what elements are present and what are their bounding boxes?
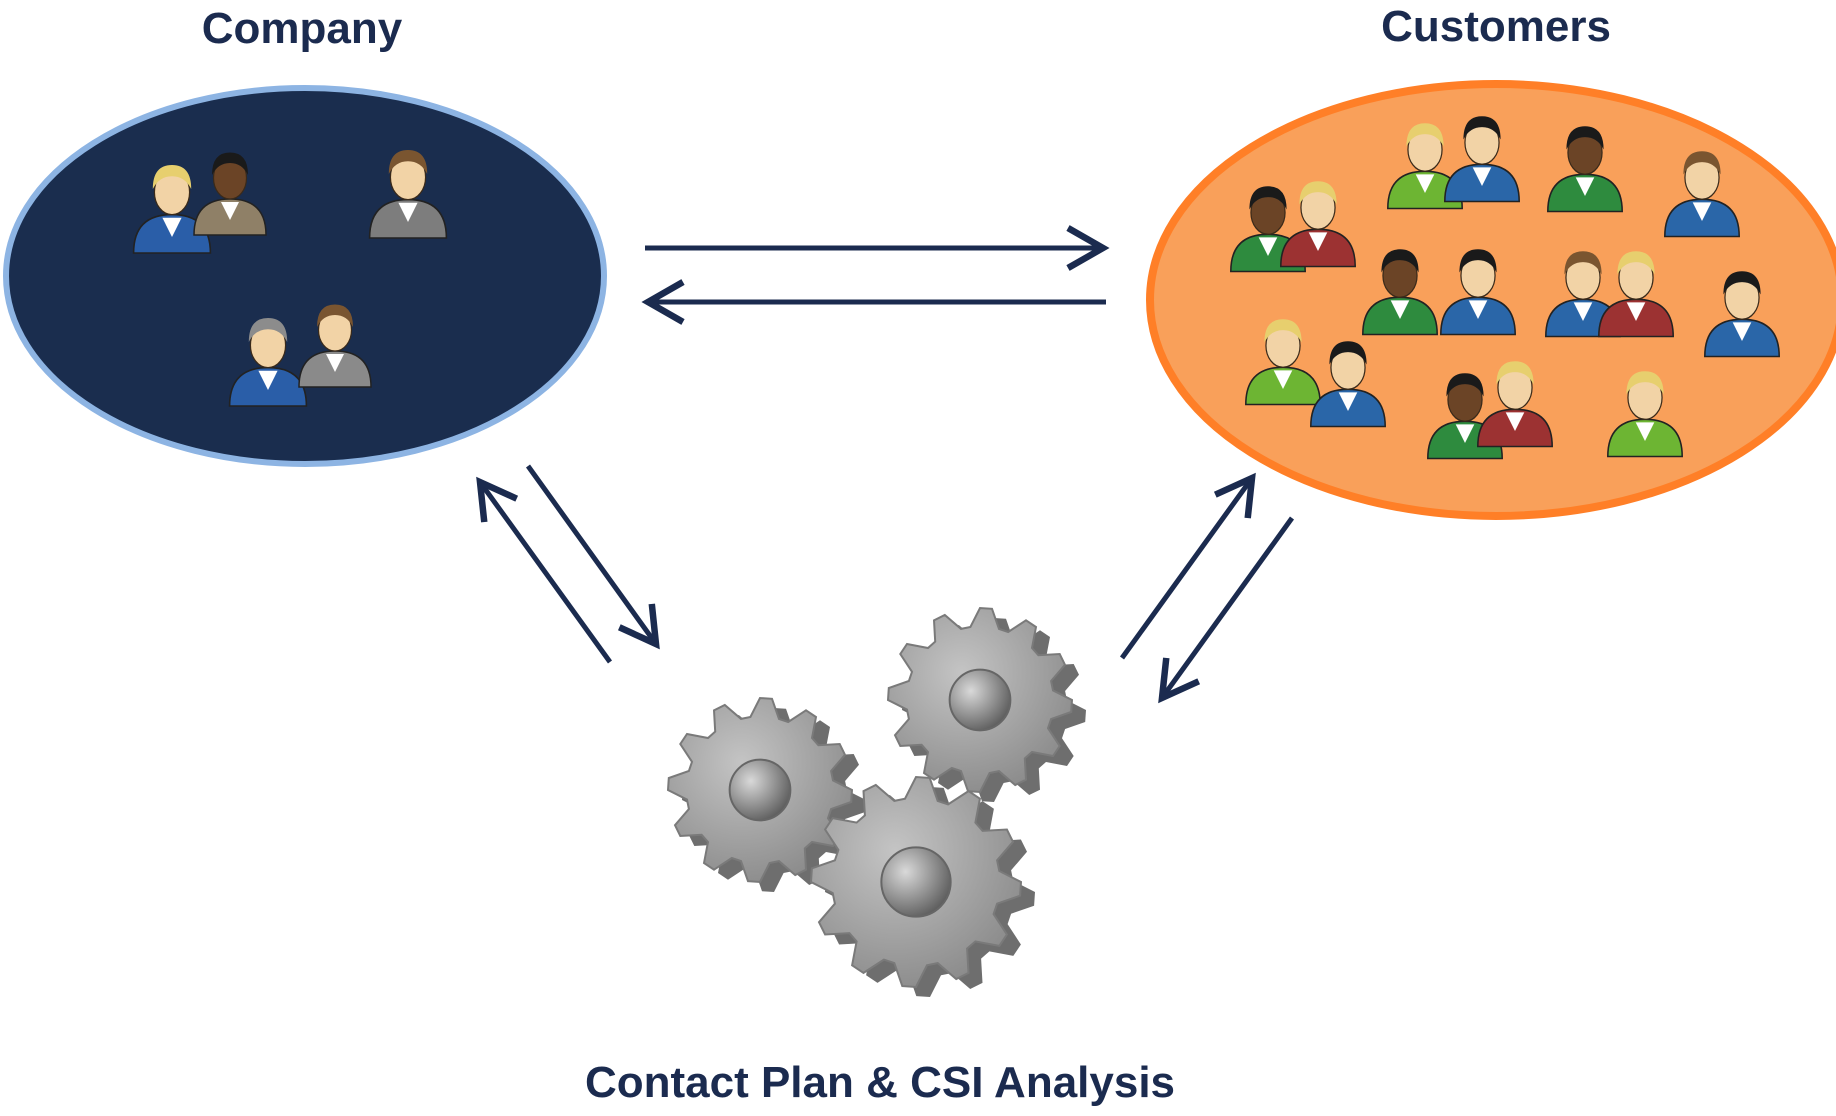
person-icon: [1477, 361, 1553, 448]
arrow-customers-to-process: [1158, 516, 1295, 704]
person-icon: [1444, 116, 1520, 203]
company-ellipse: [3, 85, 607, 467]
person-icon: [1440, 249, 1516, 336]
person-icon: [1280, 181, 1356, 268]
gear-shape: [809, 775, 1035, 997]
customers-node: [1146, 80, 1836, 520]
person-icon: [1310, 341, 1386, 428]
person-icon: [1598, 251, 1674, 338]
business-people-group-icon: [132, 150, 448, 407]
gear-shape: [666, 696, 866, 892]
person-icon: [1664, 151, 1740, 238]
company-node: [3, 85, 607, 467]
person-icon: [298, 304, 372, 388]
arrow-process-to-company: [476, 476, 613, 664]
customers-label: Customers: [1381, 2, 1611, 51]
arrows: [476, 225, 1295, 704]
customer-crowd-icon: [1230, 116, 1780, 460]
person-icon: [1607, 371, 1683, 458]
person-icon: [228, 318, 308, 407]
person-icon: [1245, 319, 1321, 406]
process-label: Contact Plan & CSI Analysis: [584, 1058, 1176, 1107]
person-icon: [368, 150, 448, 239]
person-icon: [132, 165, 212, 254]
gears-icon: [666, 606, 1086, 997]
person-icon: [193, 152, 267, 236]
gear-shape: [886, 606, 1086, 802]
person-icon: [1704, 271, 1780, 358]
arrow-process-to-customers: [1119, 472, 1256, 660]
company-label: Company: [201, 4, 403, 53]
person-icon: [1547, 126, 1623, 213]
person-icon: [1387, 123, 1463, 210]
arrow-company-to-process: [525, 464, 660, 650]
person-icon: [1362, 249, 1438, 336]
